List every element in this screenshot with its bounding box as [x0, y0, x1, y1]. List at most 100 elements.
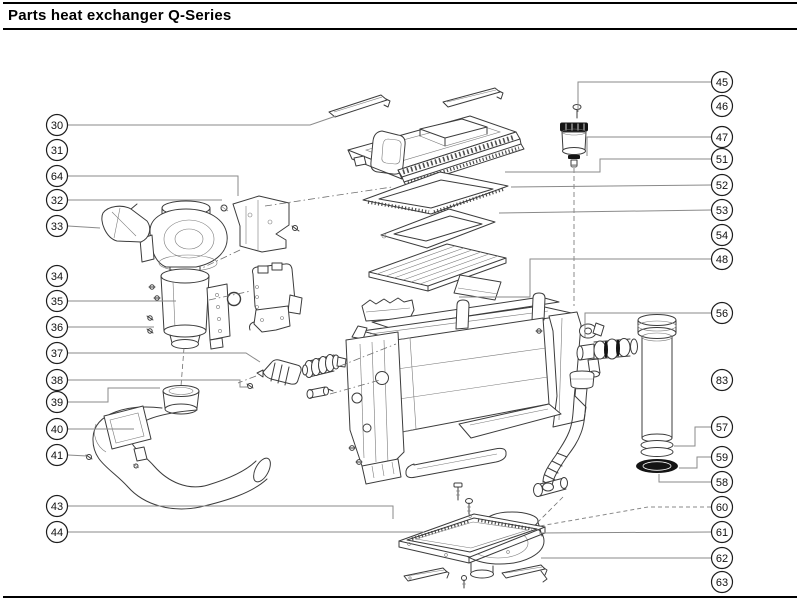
- callout-46[interactable]: 46: [710, 94, 734, 118]
- pan-pipe-stub: [533, 477, 568, 497]
- bottom-bar-right: [501, 564, 548, 583]
- air-inlet-cowl: [101, 203, 151, 243]
- leader-line-61: [538, 531, 712, 534]
- base-pan: [398, 511, 546, 579]
- callout-number: 43: [51, 501, 63, 513]
- frame-gasket-toothed: [362, 171, 509, 215]
- leader-line-56: [584, 312, 711, 337]
- top-rule: [3, 2, 797, 4]
- callout-circle: [710, 495, 734, 519]
- callout-36[interactable]: 36: [45, 315, 69, 339]
- callout-37[interactable]: 37: [45, 341, 69, 365]
- callout-64[interactable]: 64: [45, 164, 69, 188]
- callout-circle: [710, 415, 734, 439]
- callout-30[interactable]: 30: [45, 113, 69, 137]
- exhaust-tube: [637, 314, 677, 457]
- callout-83[interactable]: 83: [710, 368, 734, 392]
- callout-circle: [710, 520, 734, 544]
- callout-63[interactable]: 63: [710, 570, 734, 594]
- leader-lines: [67, 81, 712, 559]
- callout-number: 54: [716, 230, 728, 242]
- callout-balloons: 3031643233343536373839404143444546475152…: [45, 70, 734, 594]
- callout-51[interactable]: 51: [710, 147, 734, 171]
- pan-screw-rear: [465, 498, 473, 515]
- leader-line-33: [67, 225, 101, 229]
- leader-line-57: [674, 426, 711, 447]
- callout-number: 59: [716, 452, 728, 464]
- callout-number: 53: [716, 205, 728, 217]
- side-plate: [453, 274, 502, 301]
- callout-number: 34: [51, 271, 63, 283]
- sensor-plug: [306, 386, 334, 399]
- callout-61[interactable]: 61: [710, 520, 734, 544]
- top-mounting-strip-right: [442, 87, 504, 108]
- mounting-bracket: [220, 195, 300, 253]
- callout-58[interactable]: 58: [710, 470, 734, 494]
- callout-circle: [45, 341, 69, 365]
- callout-31[interactable]: 31: [45, 138, 69, 162]
- sensor-screw: [246, 383, 254, 389]
- callout-41[interactable]: 41: [45, 443, 69, 467]
- leader-line-64: [68, 175, 239, 196]
- leader-line-51: [505, 158, 711, 173]
- callout-43[interactable]: 43: [45, 494, 69, 518]
- callout-52[interactable]: 52: [710, 173, 734, 197]
- callout-circle: [45, 520, 69, 544]
- callout-number: 51: [716, 154, 728, 166]
- leader-line-30: [68, 115, 337, 126]
- callout-number: 32: [51, 195, 63, 207]
- callout-number: 64: [51, 171, 63, 183]
- callout-number: 57: [716, 422, 728, 434]
- callout-53[interactable]: 53: [710, 198, 734, 222]
- callout-60[interactable]: 60: [710, 495, 734, 519]
- callout-47[interactable]: 47: [710, 125, 734, 149]
- callout-circle: [45, 494, 69, 518]
- pan-bottom-screw: [461, 575, 467, 589]
- leader-line-48: [459, 258, 711, 298]
- callout-39[interactable]: 39: [45, 390, 69, 414]
- callout-56[interactable]: 56: [710, 301, 734, 325]
- leader-line-43: [68, 505, 394, 519]
- callout-circle: [710, 570, 734, 594]
- callout-45[interactable]: 45: [710, 70, 734, 94]
- leader-line-37: [68, 352, 261, 363]
- callout-59[interactable]: 59: [710, 445, 734, 469]
- duct-clamp-screw: [85, 454, 93, 460]
- callout-number: 46: [716, 101, 728, 113]
- callout-circle: [45, 264, 69, 288]
- motor-o-ring: [226, 291, 242, 307]
- callout-62[interactable]: 62: [710, 546, 734, 570]
- callout-44[interactable]: 44: [45, 520, 69, 544]
- callout-number: 35: [51, 296, 63, 308]
- heat-exchanger-top-cover: [347, 115, 525, 188]
- heat-exchanger-plate: [368, 243, 507, 292]
- callout-circle: [710, 94, 734, 118]
- callout-40[interactable]: 40: [45, 417, 69, 441]
- tube-seal-ring: [636, 459, 678, 473]
- bottom-bar-left: [403, 567, 450, 582]
- core-left-frame: [345, 331, 405, 485]
- callout-32[interactable]: 32: [45, 188, 69, 212]
- callout-circle: [45, 138, 69, 162]
- callout-circle: [45, 188, 69, 212]
- callout-number: 63: [716, 577, 728, 589]
- drain-hose: [542, 388, 588, 492]
- callout-48[interactable]: 48: [710, 247, 734, 271]
- callout-35[interactable]: 35: [45, 289, 69, 313]
- callout-circle: [710, 173, 734, 197]
- callout-34[interactable]: 34: [45, 264, 69, 288]
- hose-barb-fitting: [576, 338, 638, 378]
- callout-number: 58: [716, 477, 728, 489]
- frame-gasket-flat: [380, 208, 496, 249]
- callout-circle: [710, 470, 734, 494]
- leader-line-47: [586, 136, 711, 156]
- callout-number: 56: [716, 308, 728, 320]
- callout-38[interactable]: 38: [45, 368, 69, 392]
- callout-33[interactable]: 33: [45, 214, 69, 238]
- callout-circle: [45, 214, 69, 238]
- callout-number: 60: [716, 502, 728, 514]
- vent-valve-screw: [572, 104, 582, 119]
- callout-54[interactable]: 54: [710, 223, 734, 247]
- callout-57[interactable]: 57: [710, 415, 734, 439]
